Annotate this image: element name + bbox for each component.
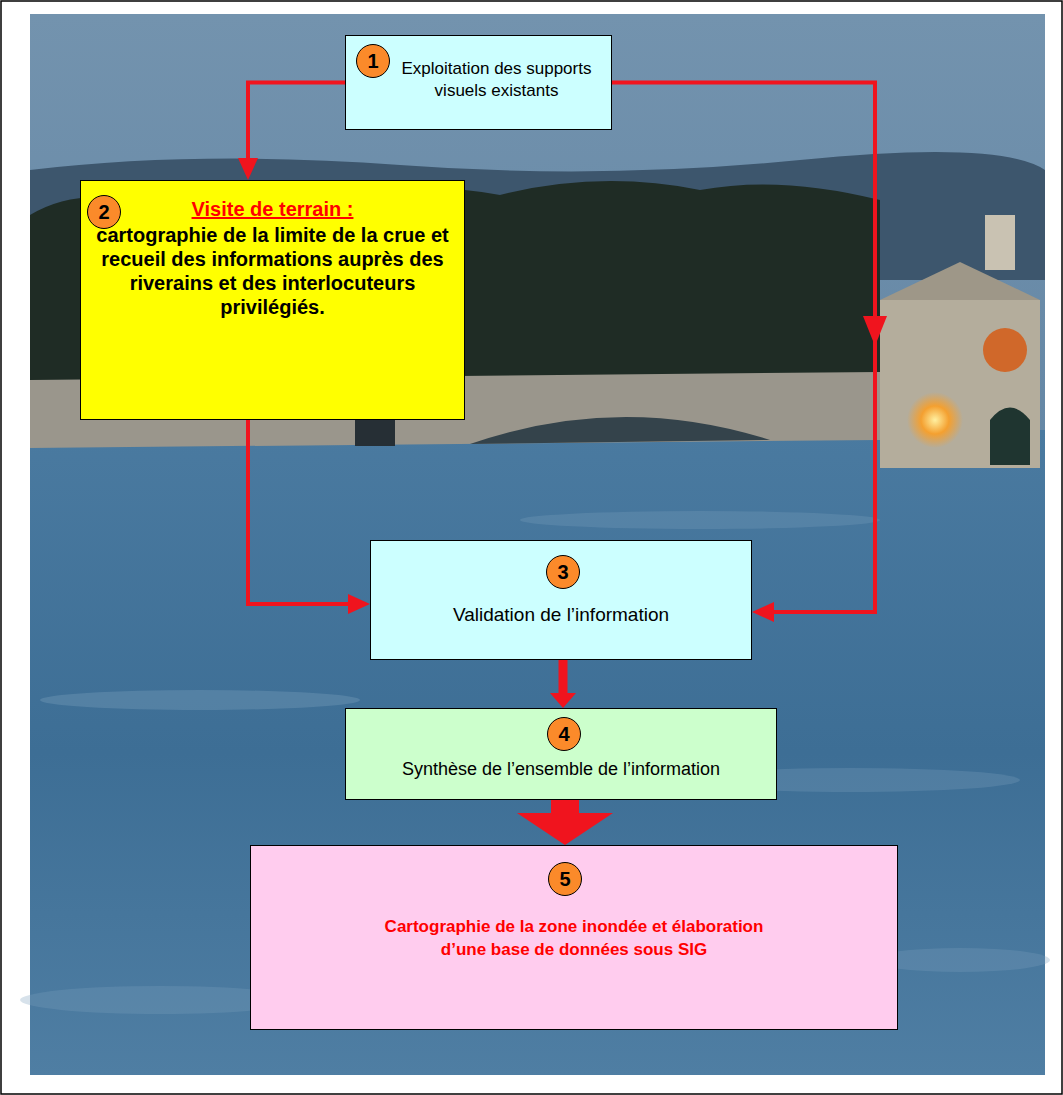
chapel-roof [880,262,1040,300]
result-box: Cartographie de la zone inondée et élabo… [250,845,898,1030]
sky [30,14,1045,1075]
water-ripple [40,690,360,710]
flow-arrow [248,420,348,604]
flow-arrow [612,83,875,613]
process-box: Visite de terrain :cartographie de la li… [80,180,465,420]
step-number-badge: 2 [87,195,121,229]
box-text: Exploitation des supports visuels exista… [390,58,603,102]
chapel [880,300,1040,468]
chapel-window [983,328,1027,372]
step-number-badge: 5 [548,862,582,896]
box-text: Synthèse de l’ensemble de l’information [386,757,736,781]
step-number-badge: 3 [546,555,580,589]
river-water [30,430,1045,1075]
box-text: Validation de l’information [391,603,731,628]
process-box: Validation de l’information 3 [370,540,752,660]
step-number: 3 [557,562,568,582]
bridge-arch [470,417,770,444]
box-text: cartographie de la limite de la crue et … [93,223,452,319]
step-number-badge: 1 [356,44,390,78]
lamp-glow [907,392,963,448]
step-number: 1 [367,51,378,71]
flow-arrow [559,660,568,693]
process-box: Exploitation des supports visuels exista… [345,35,612,130]
step-number-badge: 4 [547,717,581,751]
step-number: 4 [558,724,569,744]
chapel-door [990,408,1030,466]
water-ripple [520,511,880,529]
box-heading: Visite de terrain : [93,197,452,221]
step-number: 5 [559,869,570,889]
process-box: Synthèse de l’ensemble de l’information 4 [345,708,777,800]
box-text: Cartographie de la zone inondée et élabo… [361,916,787,962]
bell-tower [985,215,1015,270]
flow-arrow [551,800,579,813]
mid-arrowhead [863,316,887,346]
flow-arrow [248,83,345,159]
step-number: 2 [98,202,109,222]
